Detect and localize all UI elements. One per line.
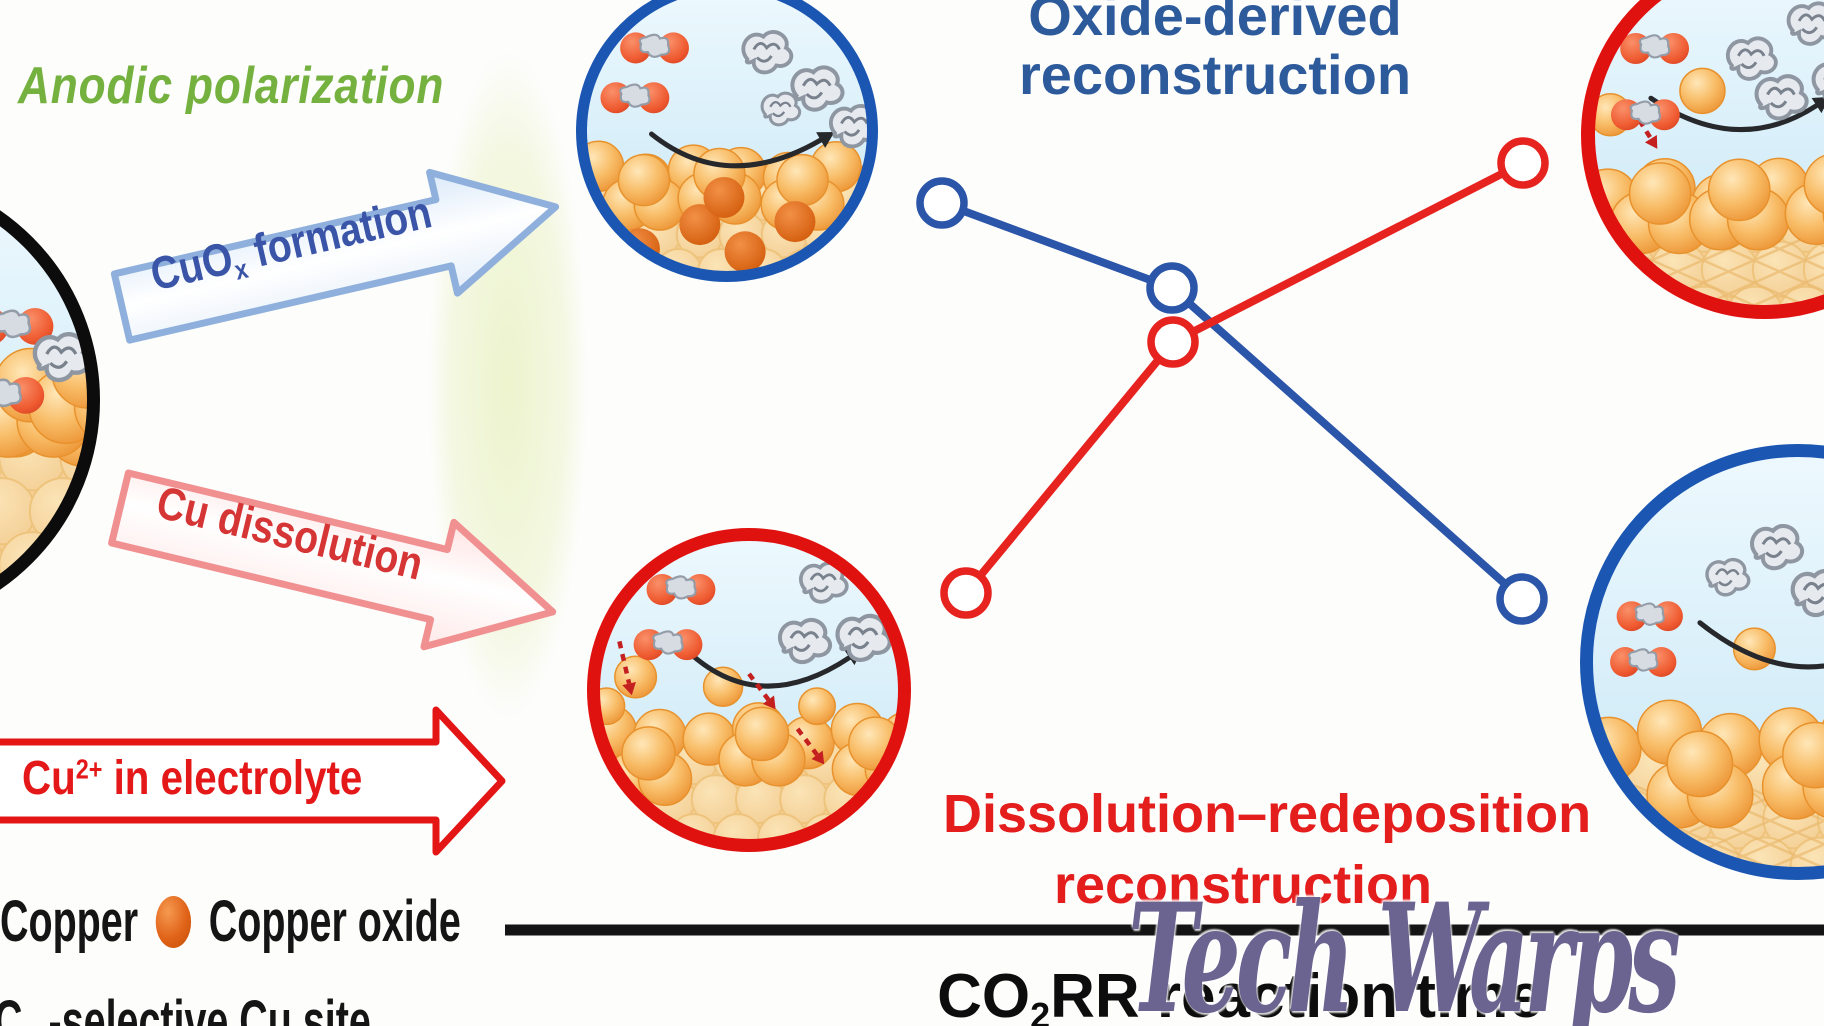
copper-oxide-atom-icon: [724, 231, 766, 273]
legend-row-c2-site: C2+-selective Cu site: [0, 988, 371, 1026]
reaction-arrow-icon: [681, 645, 852, 689]
reaction-arrow-icon: [649, 131, 824, 169]
c2-selective-site-label: C2+-selective Cu site: [0, 989, 371, 1026]
cu-dissolution-arrow: [108, 469, 557, 651]
x-axis-label: CO2RR reaction time: [937, 962, 1543, 1026]
cu-electrolyte-arrow: [0, 706, 506, 856]
reconstruction-trend-chart: [505, 137, 1824, 936]
data-point-marker: [940, 567, 992, 619]
reaction-arrow-icon: [1697, 620, 1824, 670]
copper-atom-icon: [798, 687, 836, 726]
copper-atom-icon: [1679, 67, 1726, 115]
copper-atom-icon: [614, 655, 658, 699]
dissolution-path-icon: [747, 672, 771, 702]
inset-dissolution-redeposition: [587, 528, 911, 852]
data-point-marker: [1146, 262, 1198, 314]
dissolution-redeposition-title: Dissolution–redeposition reconstruction: [943, 784, 1592, 916]
copper-label: Copper: [0, 889, 139, 954]
cuox-formation-arrow: [110, 168, 560, 344]
anodic-polarization-label: Anodic polarization: [18, 57, 445, 115]
data-point-marker: [1147, 316, 1199, 368]
series-line-oxide-derived: [938, 199, 1526, 603]
oxide-derived-title: Oxide-derived reconstruction: [1018, 0, 1412, 106]
inset-cuox-formation: [576, 0, 878, 282]
copper-oxide-atom-icon: [703, 176, 745, 218]
data-point-marker: [1497, 137, 1549, 189]
legend-row-copper: Copper Copper oxide: [0, 888, 461, 955]
data-point-marker: [916, 177, 968, 229]
copper-oxide-atom-icon: [774, 201, 816, 243]
data-point-marker: [1496, 573, 1548, 625]
copper-oxide-atom-icon: [155, 895, 192, 948]
copper-oxide-atom-icon: [679, 204, 721, 246]
copper-atom-icon: [702, 666, 744, 708]
dissolution-path-icon: [795, 727, 819, 757]
copper-oxide-label: Copper oxide: [208, 889, 461, 954]
cu-in-electrolyte-label: Cu2+ in electrolyte: [22, 752, 363, 805]
watermark: Tech Warps: [1128, 871, 1681, 1026]
